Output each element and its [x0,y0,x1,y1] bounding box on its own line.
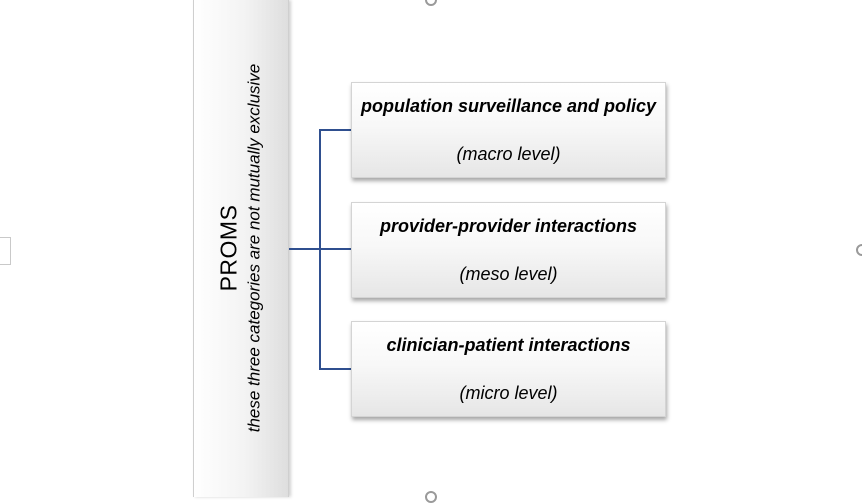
connector-branch-micro [319,368,352,370]
child-box-macro[interactable]: population surveillance and policy (macr… [351,82,666,178]
left-edge-marker [0,237,11,265]
root-subtitle: these three categories are not mutually … [244,63,264,433]
root-title: PROMS [215,204,242,292]
child-box-meso[interactable]: provider-provider interactions (meso lev… [351,202,666,298]
child-title: clinician-patient interactions [386,335,631,355]
child-title: population surveillance and policy [360,96,657,116]
resize-handle-bottom[interactable] [425,491,437,503]
connector-branch-meso [319,248,352,250]
child-level: (micro level) [459,383,558,403]
connector-root-stem [289,248,321,250]
child-box-micro[interactable]: clinician-patient interactions (micro le… [351,321,666,417]
resize-handle-right[interactable] [856,244,862,256]
child-level: (macro level) [456,144,561,164]
resize-handle-top[interactable] [425,0,437,6]
proms-root-box[interactable] [193,0,289,497]
child-title: provider-provider interactions [379,216,638,236]
child-level: (meso level) [459,264,558,284]
connector-branch-macro [319,129,352,131]
proms-root-text: PROMS these three categories are not mut… [216,28,267,468]
